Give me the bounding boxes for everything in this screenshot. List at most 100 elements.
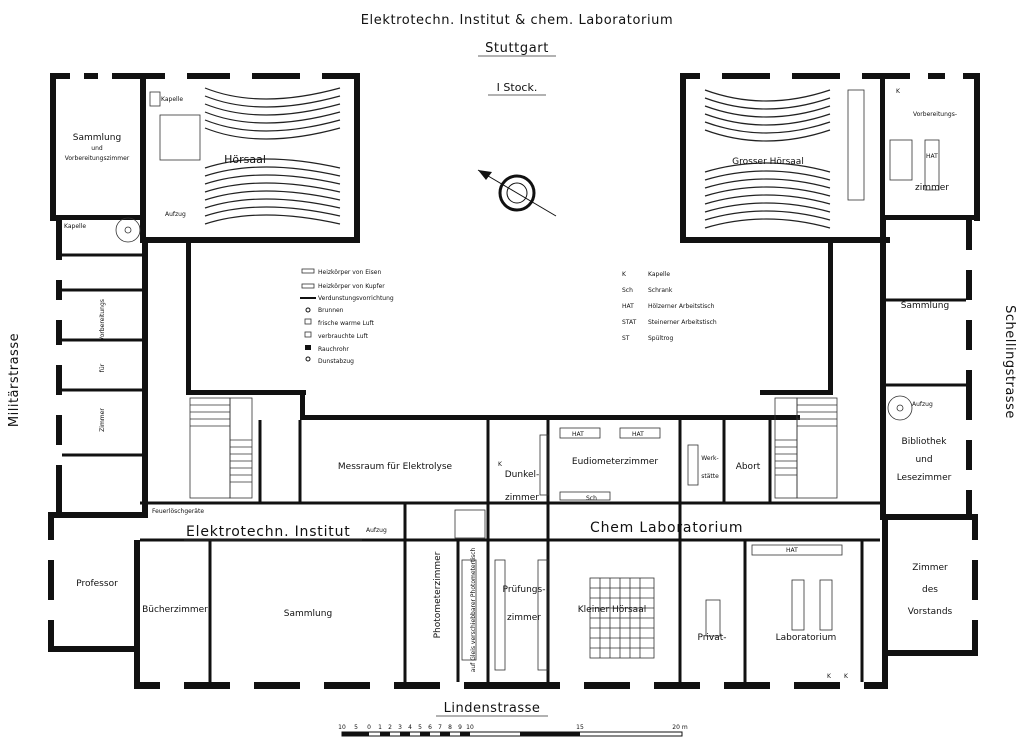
label-kapelle-w: Kapelle	[64, 223, 86, 230]
legend-item-2: Heizkörper von Kupfer	[318, 283, 385, 290]
floor-label: I Stock.	[497, 81, 538, 94]
label-eudiometer: Eudiometerzimmer	[572, 457, 658, 467]
furniture-codes: HAT HAT HAT HAT Sch K K K K	[498, 88, 938, 680]
legend-text-1: Kapelle	[648, 271, 670, 278]
label-sammlung-vorb-1: Sammlung	[73, 133, 121, 143]
legend-text-4: Steinerner Arbeitstisch	[648, 319, 717, 326]
legend-text-2: Schrank	[648, 287, 673, 294]
label-vorb-w-2: für	[99, 363, 106, 372]
label-kleiner-hoersaal: Kleiner Hörsaal	[578, 605, 646, 615]
section-elektro: Elektrotechn. Institut	[186, 524, 351, 540]
scale-tick-label: 7	[438, 724, 442, 731]
legend-text-5: Spültrog	[648, 335, 673, 342]
spiral-stair-e	[887, 395, 913, 421]
stairs-west	[189, 397, 253, 499]
legend-item-7: Rauchrohr	[318, 346, 349, 353]
street-south: Lindenstrasse	[444, 701, 541, 716]
code-hat-4: HAT	[926, 153, 938, 160]
code-hat-3: HAT	[786, 547, 798, 554]
kleiner-hoersaal-seating	[589, 577, 655, 659]
code-hat-1: HAT	[572, 431, 584, 438]
code-k-3: K	[896, 88, 901, 95]
legend-item-4: Brunnen	[318, 307, 344, 314]
room-labels: Sammlung und Vorbereitungszimmer Hörsaal…	[64, 96, 957, 672]
label-dunkel-1: Dunkel-	[505, 470, 540, 480]
legend-item-1: Heizkörper von Eisen	[318, 269, 381, 276]
legend-code-1: K	[622, 271, 627, 278]
label-vorstand-1: Zimmer	[912, 563, 948, 573]
exterior-walls	[48, 73, 980, 689]
label-vorstand-2: des	[922, 585, 938, 595]
label-sammlung-vorb-2: und	[91, 145, 103, 152]
legend-code-3: HAT	[622, 303, 634, 310]
label-aufzug-s: Aufzug	[366, 527, 387, 534]
legend-item-6: verbrauchte Luft	[318, 333, 369, 340]
label-aufzug-e: Aufzug	[912, 401, 933, 408]
scale-tick-label: 6	[428, 724, 432, 731]
scale-tick-label: 5	[418, 724, 422, 731]
label-aufzug-nw: Aufzug	[165, 211, 186, 218]
label-pruefung-1: Prüfungs-	[503, 585, 546, 595]
scale-tick-label: 10	[338, 724, 346, 731]
street-east: Schellingstrasse	[1002, 305, 1017, 419]
scale-tick-label: 20 m	[672, 724, 688, 731]
legend-code-5: ST	[622, 335, 630, 342]
label-bibliothek-3: Lesezimmer	[897, 473, 952, 483]
compass-icon	[477, 169, 557, 217]
legend-item-5: frische warme Luft	[318, 320, 375, 327]
label-privat: Privat-	[697, 633, 726, 643]
label-vorstand-3: Vorstands	[908, 607, 953, 617]
scale-tick-label: 5	[354, 724, 358, 731]
label-professor: Professor	[76, 579, 118, 589]
code-k-4: K	[498, 461, 503, 468]
label-messraum: Messraum für Elektrolyse	[338, 462, 453, 472]
label-vorb-w-1: Vorbereitungs	[99, 299, 106, 341]
legend-code-2: Sch	[622, 287, 633, 294]
scale-tick-label: 3	[398, 724, 402, 731]
scale-tick-label: 8	[448, 724, 452, 731]
legend-item-8: Dunstabzug	[318, 358, 354, 365]
scale-tick-label: 10	[466, 724, 474, 731]
label-pruefung-2: zimmer	[507, 613, 541, 623]
scale-tick-label: 4	[408, 724, 412, 731]
label-photometer-note: auf Gleis verschiebbarer Photometertisch	[470, 548, 477, 673]
scale-tick-label: 0	[367, 724, 371, 731]
label-abort: Abort	[736, 462, 761, 472]
hoersaal-seating	[149, 87, 341, 225]
legend-right: K Kapelle Sch Schrank HAT Hölzerner Arbe…	[622, 271, 717, 342]
legend-left: Heizkörper von Eisen Heizkörper von Kupf…	[300, 268, 394, 365]
code-hat-2: HAT	[632, 431, 644, 438]
legend-item-3: Verdunstungsvorrichtung	[318, 295, 394, 302]
label-grosser-hoersaal: Grosser Hörsaal	[732, 157, 804, 167]
spiral-stair-nw	[115, 217, 141, 243]
work-tables	[454, 139, 940, 671]
label-werk-2: stätte	[701, 473, 719, 480]
label-bibliothek-1: Bibliothek	[902, 437, 948, 447]
label-sammlung-s: Sammlung	[284, 609, 332, 619]
window-openings	[48, 73, 978, 689]
label-werk-1: Werk-	[701, 455, 718, 462]
label-vorb-ne-2: zimmer	[915, 183, 949, 193]
scale-tick-label: 1	[378, 724, 382, 731]
label-buecherzimmer: Bücherzimmer	[142, 605, 208, 615]
legend-code-4: STAT	[622, 319, 637, 326]
code-k-1: K	[827, 673, 832, 680]
plan-title: Elektrotechn. Institut & chem. Laborator…	[361, 13, 674, 28]
scale-tick-label: 15	[576, 724, 584, 731]
label-feuerloesch: Feuerlöschgeräte	[152, 508, 204, 515]
label-kapelle: Kapelle	[161, 96, 183, 103]
label-sammlung-e: Sammlung	[901, 301, 949, 311]
section-chem: Chem Laboratorium	[590, 520, 743, 536]
label-vorb-w-3: Zimmer	[99, 408, 106, 432]
scale-tick-label: 9	[458, 724, 462, 731]
label-photometer: Photometerzimmer	[433, 551, 443, 638]
grosser-hoersaal-seating	[704, 89, 865, 229]
code-k-2: K	[844, 673, 849, 680]
plan-city: Stuttgart	[485, 41, 549, 56]
stairs-east	[774, 397, 838, 499]
street-west: Militärstrasse	[7, 333, 22, 427]
label-dunkel-2: zimmer	[505, 493, 539, 503]
label-bibliothek-2: und	[915, 455, 932, 465]
label-vorb-ne-1: Vorbereitungs-	[913, 111, 957, 118]
